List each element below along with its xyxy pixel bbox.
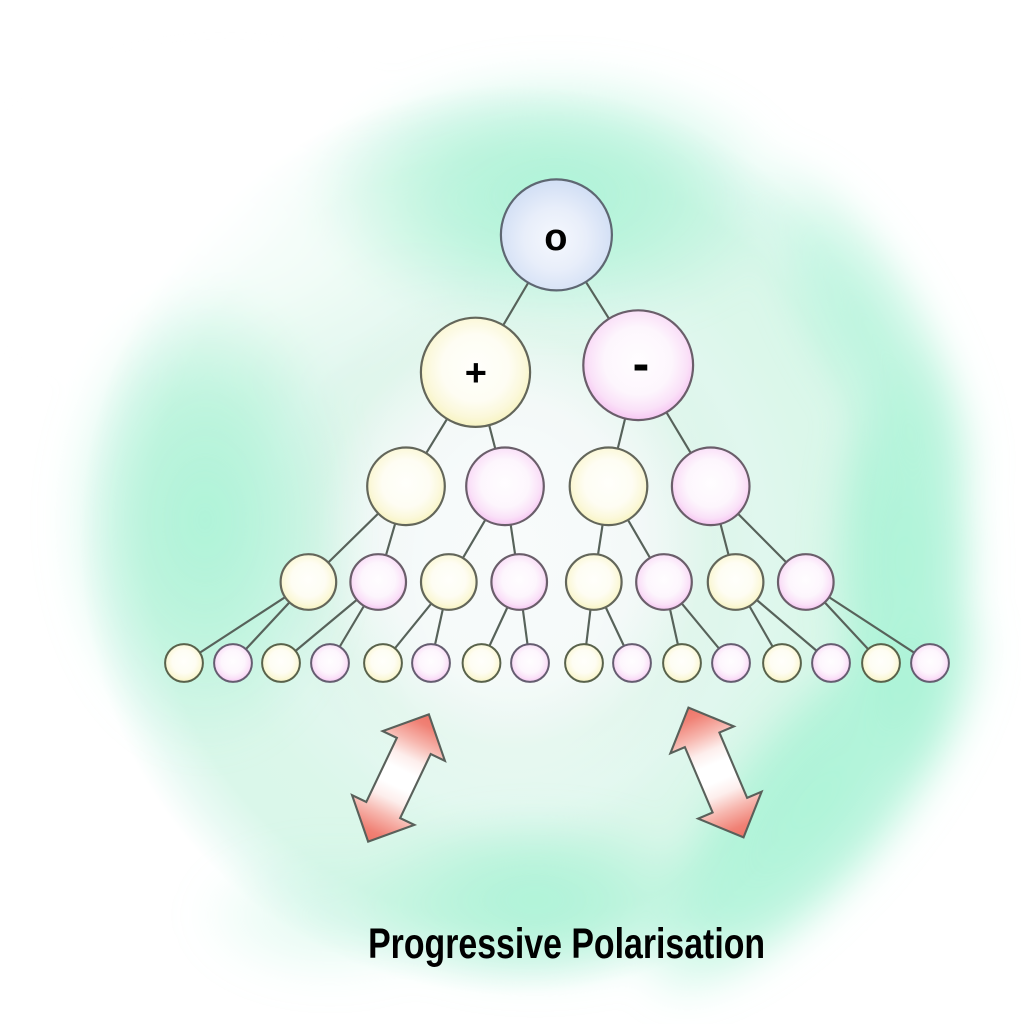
svg-text:-: - [633, 336, 650, 392]
svg-text:Progressive Polarisation: Progressive Polarisation [368, 921, 765, 968]
svg-text:o: o [544, 217, 567, 259]
svg-text:+: + [465, 353, 487, 395]
